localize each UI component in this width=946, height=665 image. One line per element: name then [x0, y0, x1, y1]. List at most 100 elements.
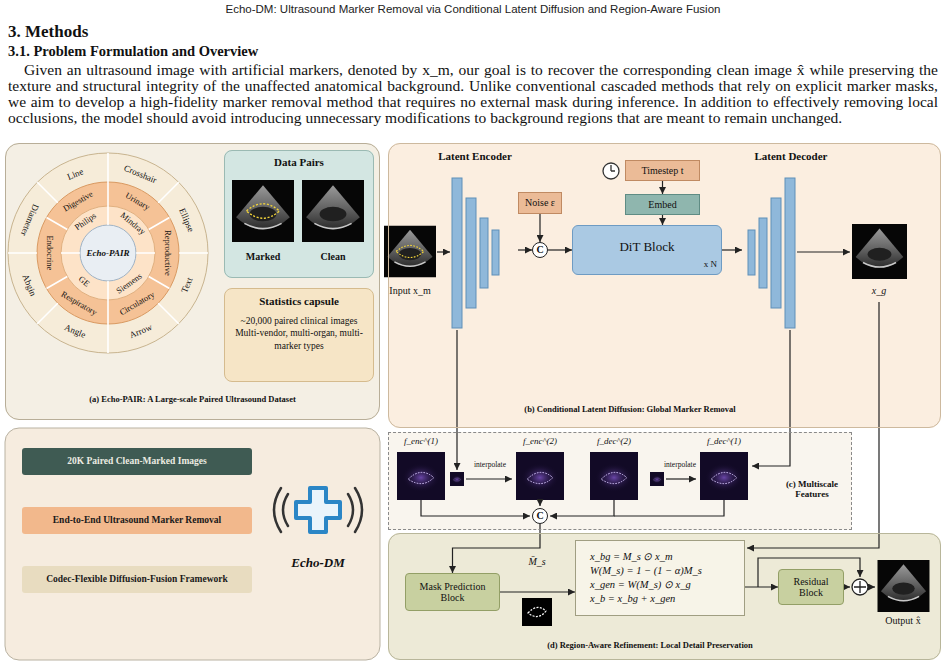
feature-box: Codec-Flexible Diffusion-Fusion Framewor…: [22, 566, 252, 593]
connector-arrow: [662, 215, 663, 225]
illustration-part: [611, 165, 615, 171]
mask-label: M̄_s: [528, 556, 545, 568]
illustration-part: [539, 500, 540, 506]
node-text: End-to-End Ultrasound Marker Removal: [53, 515, 221, 526]
echo-dm-logo: [274, 488, 362, 532]
connector-arrow: [500, 591, 575, 592]
latent-decoder: Latent Decoder: [742, 148, 840, 332]
multiscale-panel: (c) Multiscale FeaturesC: [388, 432, 852, 530]
illustration-part: [47, 182, 170, 324]
statistics-capsule: Statistics capsule~20,000 paired clinica…: [224, 288, 374, 382]
image-label: x_g: [872, 285, 886, 297]
illustration-part: [302, 180, 364, 242]
illustration-part: [590, 452, 638, 500]
node-text: Residual Block: [787, 576, 835, 599]
illustration-part: [747, 302, 879, 548]
illustration-part: [5, 143, 380, 420]
illustration-part: [700, 452, 748, 500]
node-text: (a) Echo-PAIR: A Large-scale Paired Ultr…: [6, 395, 379, 405]
illustration-part: [854, 581, 866, 593]
noise-box: Noise ε: [518, 192, 562, 214]
illustration-part: [852, 224, 907, 279]
node-text: DiT Block: [573, 240, 721, 255]
illustration-part: [878, 560, 930, 612]
node-text: ~20,000 paired clinical images Multi-ven…: [230, 315, 368, 352]
feature-label: f_enc^(2): [523, 436, 557, 446]
illustration-part: [480, 218, 488, 288]
illustration-part: [452, 178, 462, 328]
illustration-part: [37, 182, 179, 324]
connector-arrow: [453, 524, 541, 573]
residual-block: Residual Block: [778, 569, 844, 605]
illustration-part: [5, 428, 380, 660]
wires: [421, 252, 879, 587]
node-text: Embed: [648, 199, 676, 211]
timestep-box: Timestep t: [625, 160, 700, 181]
node-text: W(M_s) = 1 − (1 − α)M_s: [590, 564, 702, 578]
embed-box: Embed: [625, 194, 700, 215]
wheel-segment-label: Reproductive: [162, 230, 172, 276]
illustration-part: [603, 163, 619, 179]
illustration-part: [516, 452, 564, 500]
node-text: x_gen = W(M_s) ⊙ x_g: [590, 578, 691, 592]
illustration-part: [384, 226, 436, 278]
illustration-part: [614, 500, 724, 516]
illustration-part: [80, 225, 136, 281]
node-text: Noise ε: [525, 197, 555, 209]
node-text: Timestep t: [641, 165, 683, 177]
feature-label: interpolate: [474, 461, 506, 470]
illustration-part: [550, 500, 614, 516]
diffusion-panel: (b) Conditional Latent Diffusion: Global…: [388, 143, 941, 428]
illustration-part: [522, 598, 552, 626]
illustration-part: [752, 330, 790, 466]
mask-prediction-block: Mask Prediction Block: [405, 573, 500, 611]
illustration-part: [61, 206, 155, 300]
connector-arrow: [518, 249, 532, 250]
illustration-part: [771, 198, 781, 308]
illustration-part: [61, 206, 155, 300]
section-heading: 3. Methods: [8, 22, 88, 42]
codec-bars: [452, 178, 795, 328]
logo-name: Echo-DM: [291, 556, 344, 571]
dit-block: DiT Block x N: [572, 225, 722, 275]
illustration-part: [421, 500, 530, 516]
illustration-part: [388, 143, 941, 428]
illustration-part: [450, 472, 464, 486]
connector-arrow: [662, 181, 663, 194]
illustration-part: [785, 178, 795, 328]
node-text: x N: [687, 259, 717, 269]
concat-circle: C: [532, 242, 548, 258]
dataset-wheel: Echo-PAIR: [8, 153, 208, 353]
page-header: Echo-DM: Ultrasound Marker Removal via C…: [226, 3, 721, 16]
feature-box: End-to-End Ultrasound Marker Removal: [22, 507, 252, 534]
node-text: C: [536, 510, 543, 522]
feature-label: f_dec^(1): [707, 436, 741, 446]
feature-label: f_dec^(2): [597, 436, 631, 446]
node-text: 20K Paired Clean-Marked Images: [67, 456, 206, 467]
node-text: Mask Prediction Block: [412, 581, 493, 604]
node-text: Latent Encoder: [432, 150, 518, 163]
node-text: Echo-PAIR: [87, 248, 130, 258]
illustration-part: [8, 153, 208, 353]
feature-label: interpolate: [664, 461, 696, 470]
clock-icon: [603, 163, 619, 179]
illustration-part: [759, 218, 767, 288]
illustration-part: [466, 478, 512, 479]
illustration-part: [650, 472, 664, 486]
node-text: (d) Region-Aware Refinement: Local Detai…: [490, 641, 810, 651]
illustration-part: [868, 586, 875, 587]
dataset-wheel-art: [8, 153, 208, 353]
concat-circle: C: [532, 508, 548, 524]
illustration-part: [8, 153, 208, 353]
image-caption: Clean: [321, 251, 346, 263]
illustration-part: [797, 251, 850, 252]
node-text: x_b = x_bg + x_gen: [590, 592, 675, 606]
node-text: (b) Conditional Latent Diffusion: Global…: [480, 405, 780, 415]
section-heading: 3.1. Problem Formulation and Overview: [8, 43, 258, 60]
illustration-part: [232, 180, 294, 242]
node-text: (c) Multiscale Features: [775, 479, 849, 500]
illustration-part: [397, 452, 445, 500]
illustration-part: [492, 230, 499, 275]
node-text: Data Pairs: [225, 156, 373, 169]
illustration-part: [666, 478, 696, 479]
